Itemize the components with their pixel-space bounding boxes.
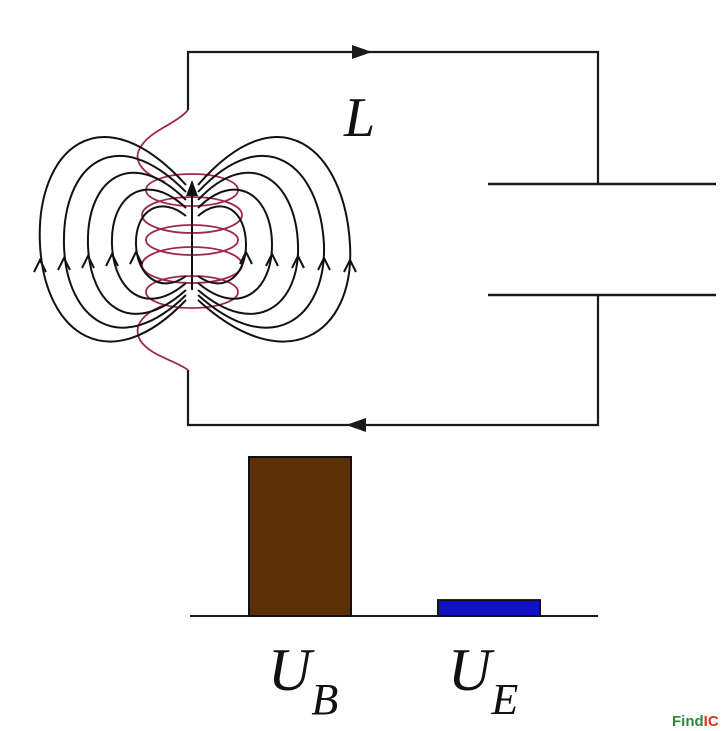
- field-line-right-3: [197, 171, 300, 315]
- current-arrow-top-icon: [352, 45, 372, 59]
- top-wire: [186, 50, 600, 184]
- field-lines-right: [197, 136, 352, 343]
- field-arrow-right-5-icon: [239, 249, 253, 265]
- magnetic-energy-label: UB: [268, 637, 338, 724]
- field-line-right-5: [197, 205, 248, 285]
- field-arrow-left-5-icon: [129, 249, 143, 265]
- magnetic-energy-bar: [248, 456, 352, 617]
- field-arrow-left-1-icon: [33, 257, 47, 273]
- field-arrow-right-4-icon: [265, 251, 279, 267]
- field-line-right-4: [197, 188, 274, 300]
- field-line-left-4: [110, 188, 187, 300]
- field-lines-left: [38, 136, 187, 343]
- field-line-left-2: [62, 155, 187, 329]
- field-arrow-right-2-icon: [317, 255, 331, 271]
- bottom-wire: [186, 295, 600, 427]
- field-arrow-axis-icon: [186, 180, 198, 196]
- field-line-right-2: [197, 155, 326, 329]
- field-arrow-left-4-icon: [105, 251, 119, 267]
- field-arrows: [33, 249, 357, 273]
- current-arrow-bottom-icon: [346, 418, 366, 432]
- field-arrow-left-2-icon: [57, 255, 71, 271]
- field-line-left-1: [38, 136, 187, 343]
- circuit-wires: [186, 50, 600, 427]
- watermark-logo: FindIC: [672, 713, 719, 730]
- inductor-label: L: [343, 87, 375, 149]
- inductor-coil: [136, 109, 243, 371]
- electric-energy-bar: [437, 599, 541, 617]
- field-line-left-3: [86, 171, 187, 315]
- field-line-right-1: [197, 136, 352, 343]
- electric-energy-label: UE: [448, 637, 518, 724]
- capacitor: [488, 182, 716, 297]
- field-line-left-5: [134, 205, 187, 285]
- field-arrow-right-1-icon: [343, 257, 357, 273]
- field-arrow-right-3-icon: [291, 253, 305, 269]
- energy-bar-chart: UB UE: [190, 456, 598, 724]
- field-arrow-left-3-icon: [81, 253, 95, 269]
